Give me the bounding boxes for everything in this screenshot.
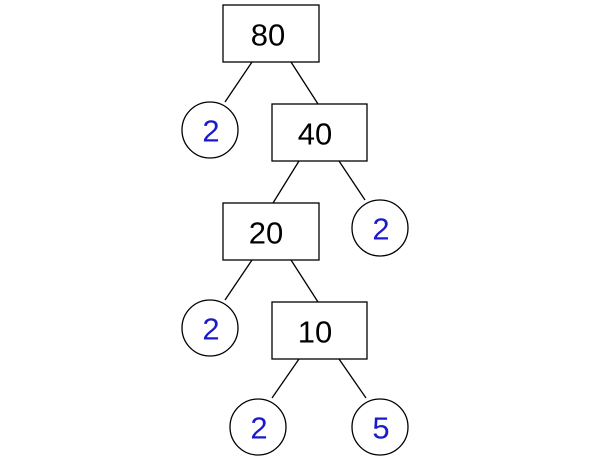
prime-2-under-40-label: 2 (372, 212, 389, 247)
node-80: 80 (222, 4, 320, 63)
prime-2-under-40: 2 (351, 199, 409, 257)
prime-2-under-20-label: 2 (202, 312, 219, 347)
tree-edges (224, 61, 367, 399)
edge-10-to-5 (338, 358, 367, 399)
prime-2-under-80-circle (181, 101, 239, 159)
prime-2-under-80: 2 (181, 101, 239, 159)
edge-10-to-2 (271, 358, 300, 399)
prime-5-under-10: 5 (351, 398, 409, 456)
edge-20-to-2 (224, 259, 253, 301)
node-40-label: 40 (298, 117, 332, 152)
prime-2-under-20: 2 (181, 299, 239, 357)
edge-20-to-10 (290, 259, 319, 303)
node-10-label: 10 (298, 315, 332, 350)
node-10-box (271, 301, 368, 360)
node-10: 10 (271, 301, 368, 360)
edge-80-to-2 (224, 61, 253, 103)
prime-5-under-10-circle (351, 398, 409, 456)
prime-2-under-10-circle (229, 398, 287, 456)
node-20-label: 20 (249, 216, 283, 251)
edge-40-to-20 (272, 160, 300, 204)
edge-40-to-2 (338, 160, 366, 201)
prime-2-under-40-circle (351, 199, 409, 257)
node-40-box (271, 103, 368, 162)
prime-2-under-10-label: 2 (250, 411, 267, 446)
prime-5-under-10-label: 5 (372, 411, 389, 446)
prime-2-under-10: 2 (229, 398, 287, 456)
prime-2-under-20-circle (181, 299, 239, 357)
edge-80-to-40 (290, 61, 319, 105)
node-20: 20 (222, 202, 320, 261)
prime-2-under-80-label: 2 (202, 114, 219, 149)
node-40: 40 (271, 103, 368, 162)
node-20-box (222, 202, 320, 261)
node-80-box (222, 4, 320, 63)
node-80-label: 80 (251, 18, 285, 53)
